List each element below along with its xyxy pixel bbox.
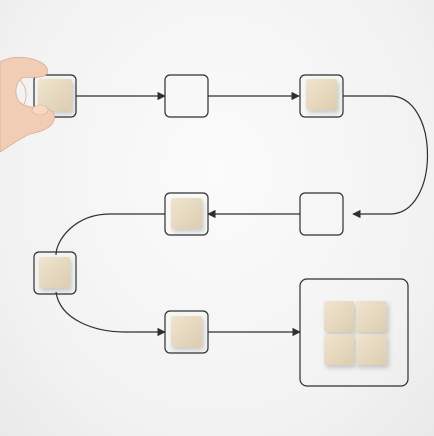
thumb-tip xyxy=(31,104,49,116)
wood-block-step3 xyxy=(306,79,337,110)
hand-palm xyxy=(0,56,55,153)
hand xyxy=(0,56,55,153)
wood-block-step1 xyxy=(38,79,72,111)
step-box-2-empty xyxy=(164,74,209,118)
curve-step6-to-step7 xyxy=(55,291,166,337)
goal-block-top-left xyxy=(324,301,354,332)
curve-step3-to-step4 xyxy=(343,95,428,219)
step-box-4-empty xyxy=(299,192,344,236)
step-box-1 xyxy=(33,74,77,118)
step-box-6 xyxy=(33,251,77,295)
wood-block-step6 xyxy=(39,257,70,288)
connector-lines xyxy=(55,91,428,337)
step-box-3 xyxy=(299,74,344,118)
wooden-blocks xyxy=(38,79,387,365)
goal-block-grid xyxy=(324,301,387,365)
hand-crease xyxy=(19,79,27,105)
step-box-7 xyxy=(164,310,209,354)
goal-block-bottom-left xyxy=(324,334,354,365)
goal-block-top-right xyxy=(356,301,387,332)
goal-block-bottom-right xyxy=(356,334,387,365)
goal-box xyxy=(299,278,409,387)
step-boxes xyxy=(33,74,409,387)
wood-block-step5 xyxy=(171,198,202,229)
wood-block-step7 xyxy=(171,316,202,347)
curve-step5-to-step6 xyxy=(55,213,165,256)
step-box-5 xyxy=(164,192,209,236)
